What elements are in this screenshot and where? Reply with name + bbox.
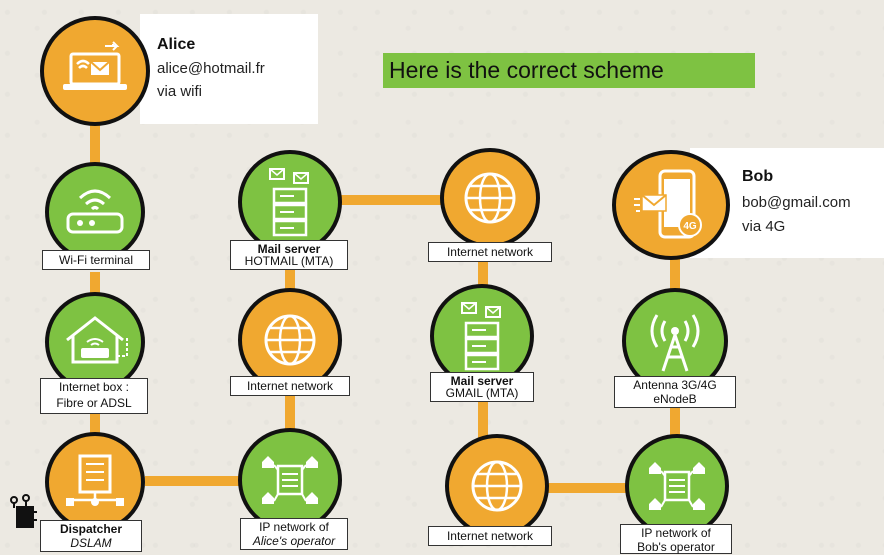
internet-network-1-label: Internet network [230,376,350,396]
alice-node [40,16,150,126]
gmail-server-label: Mail server GMAIL (MTA) [430,372,534,402]
bob-name: Bob [742,168,774,185]
antenna-label: Antenna 3G/4G eNodeB [614,376,736,408]
home-router-icon [66,316,128,364]
ip-network-bob-label: IP network of Bob's operator [620,524,732,554]
ip-network-alice-label-line2: Alice's operator [252,534,336,548]
bob-4g-badge: 4G [683,221,697,232]
internet-network-3-label: Internet network [428,526,552,546]
robot-logo-icon [8,492,38,532]
internet-box-label-line1: Internet box : [58,380,130,394]
bob-email: bob@gmail.com [742,194,851,211]
dispatcher-label-line1: Dispatcher [59,522,123,536]
gmail-server-label-line2: GMAIL (MTA) [445,386,519,400]
antenna-label-line1: Antenna 3G/4G [633,378,717,392]
internet-box-label: Internet box : Fibre or ADSL [40,378,148,414]
antenna-icon [650,314,700,372]
smartphone-4g-icon: 4G [634,169,702,239]
link-dslam-ipalice [145,476,245,486]
ip-network-alice-label-line1: IP network of [259,520,329,534]
dispatcher-node [45,432,145,532]
link-internet2-gmail [478,262,488,290]
gmail-server-label-line1: Mail server [450,374,514,388]
alice-email: alice@hotmail.fr [157,60,265,77]
ip-network-bob-label-line2: Bob's operator [637,540,715,554]
link-internet3-ipbob [545,483,629,493]
internet-network-2-node [440,148,540,248]
dispatcher-label-line2: DSLAM [70,536,112,550]
link-internet1-hotmail [285,268,295,298]
ip-network-icon [262,456,318,504]
ip-network-alice-label: IP network of Alice's operator [240,518,348,550]
ip-network-alice-node [238,428,342,532]
ip-network-bob-label-line1: IP network of [641,526,711,540]
alice-via: via wifi [157,83,203,100]
hotmail-server-label: Mail server HOTMAIL (MTA) [230,240,348,270]
bob-node: 4G [612,150,730,260]
globe-icon [471,460,523,512]
hotmail-server-label-line2: HOTMAIL (MTA) [244,254,334,268]
ip-network-bob-node [625,434,729,538]
link-antenna-bob [670,252,680,292]
hotmail-server-node [238,150,342,254]
link-ipbob-antenna [670,408,680,442]
wifi-terminal-node [45,162,145,262]
router-icon [66,189,124,234]
link-ipalice-internet1 [285,395,295,440]
alice-name: Alice [157,36,196,53]
bob-via: via 4G [742,218,786,235]
scheme-title: Here is the correct scheme [383,53,755,88]
laptop-mail-icon [63,41,127,90]
antenna-label-line2: eNodeB [653,392,697,406]
ip-network-icon [649,462,705,510]
mail-server-icon [269,168,309,237]
mail-server-icon [461,302,501,371]
internet-network-3-node [445,434,549,538]
globe-icon [464,172,516,224]
hotmail-server-label-line1: Mail server [257,242,321,256]
internet-box-node [45,292,145,392]
internet-network-1-node [238,288,342,392]
link-hotmail-internet2 [338,195,446,205]
internet-box-label-line2: Fibre or ADSL [56,396,132,410]
link-gmail-internet3 [478,400,488,438]
dispatcher-label: Dispatcher DSLAM [40,520,142,552]
wifi-terminal-label: Wi-Fi terminal [42,250,150,270]
dslam-icon [66,454,124,506]
alice-card [140,14,318,124]
globe-icon [264,314,316,366]
link-alice-wifi [90,118,100,168]
internet-network-2-label: Internet network [428,242,552,262]
